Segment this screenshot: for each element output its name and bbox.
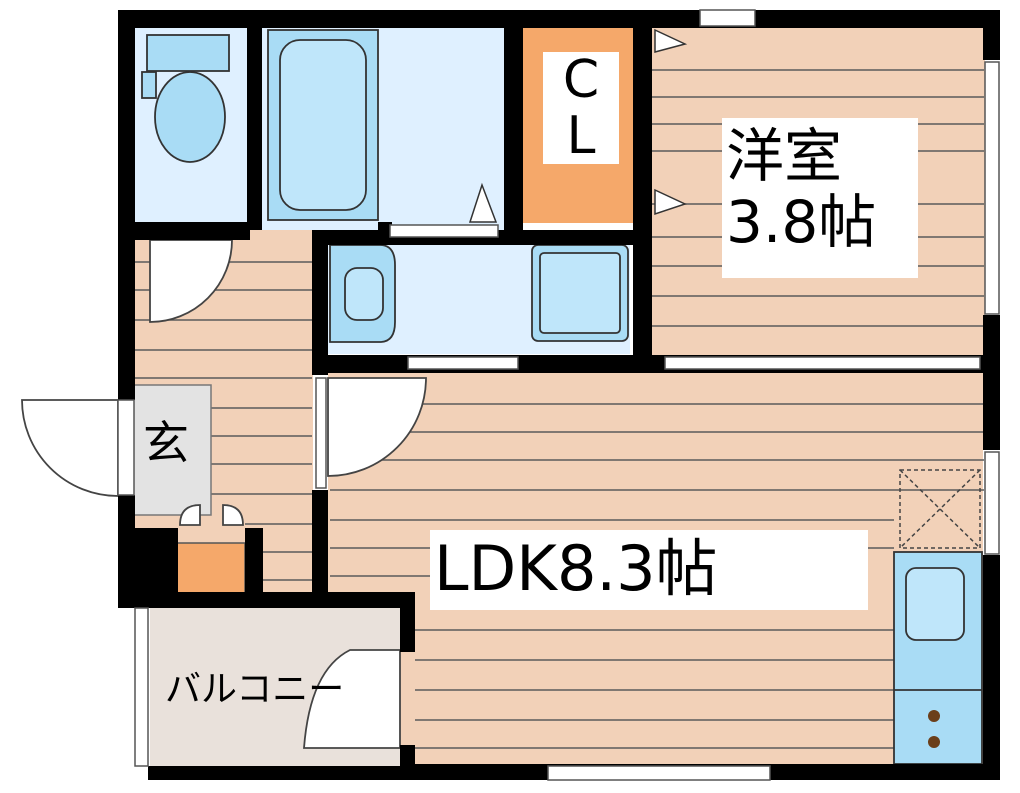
walls (118, 10, 1000, 780)
western-room-name: 洋室 (726, 122, 843, 190)
closet-label-text: C L (562, 50, 600, 167)
toilet-icon (141, 34, 230, 163)
ldk-label-text: LDK8.3帖 (434, 532, 718, 605)
washbasin-icon (329, 244, 396, 343)
kitchen-sink-icon (893, 551, 983, 765)
bathtub-icon (267, 29, 379, 221)
balcony-label: バルコニー (165, 669, 345, 710)
ceiling-storage-x-icon (899, 469, 981, 549)
western-room-size: 3.8帖 (726, 187, 877, 256)
closet-label: C L (543, 52, 619, 164)
ldk-label: LDK8.3帖 (430, 530, 868, 610)
entrance-label: 玄 (143, 416, 189, 470)
door-swing-icon (21, 239, 427, 749)
washing-machine-pan-icon (531, 244, 629, 342)
shoe-box (176, 542, 246, 594)
stove-burners-icon (928, 710, 940, 748)
western-room-label: 洋室 3.8帖 (722, 118, 918, 278)
